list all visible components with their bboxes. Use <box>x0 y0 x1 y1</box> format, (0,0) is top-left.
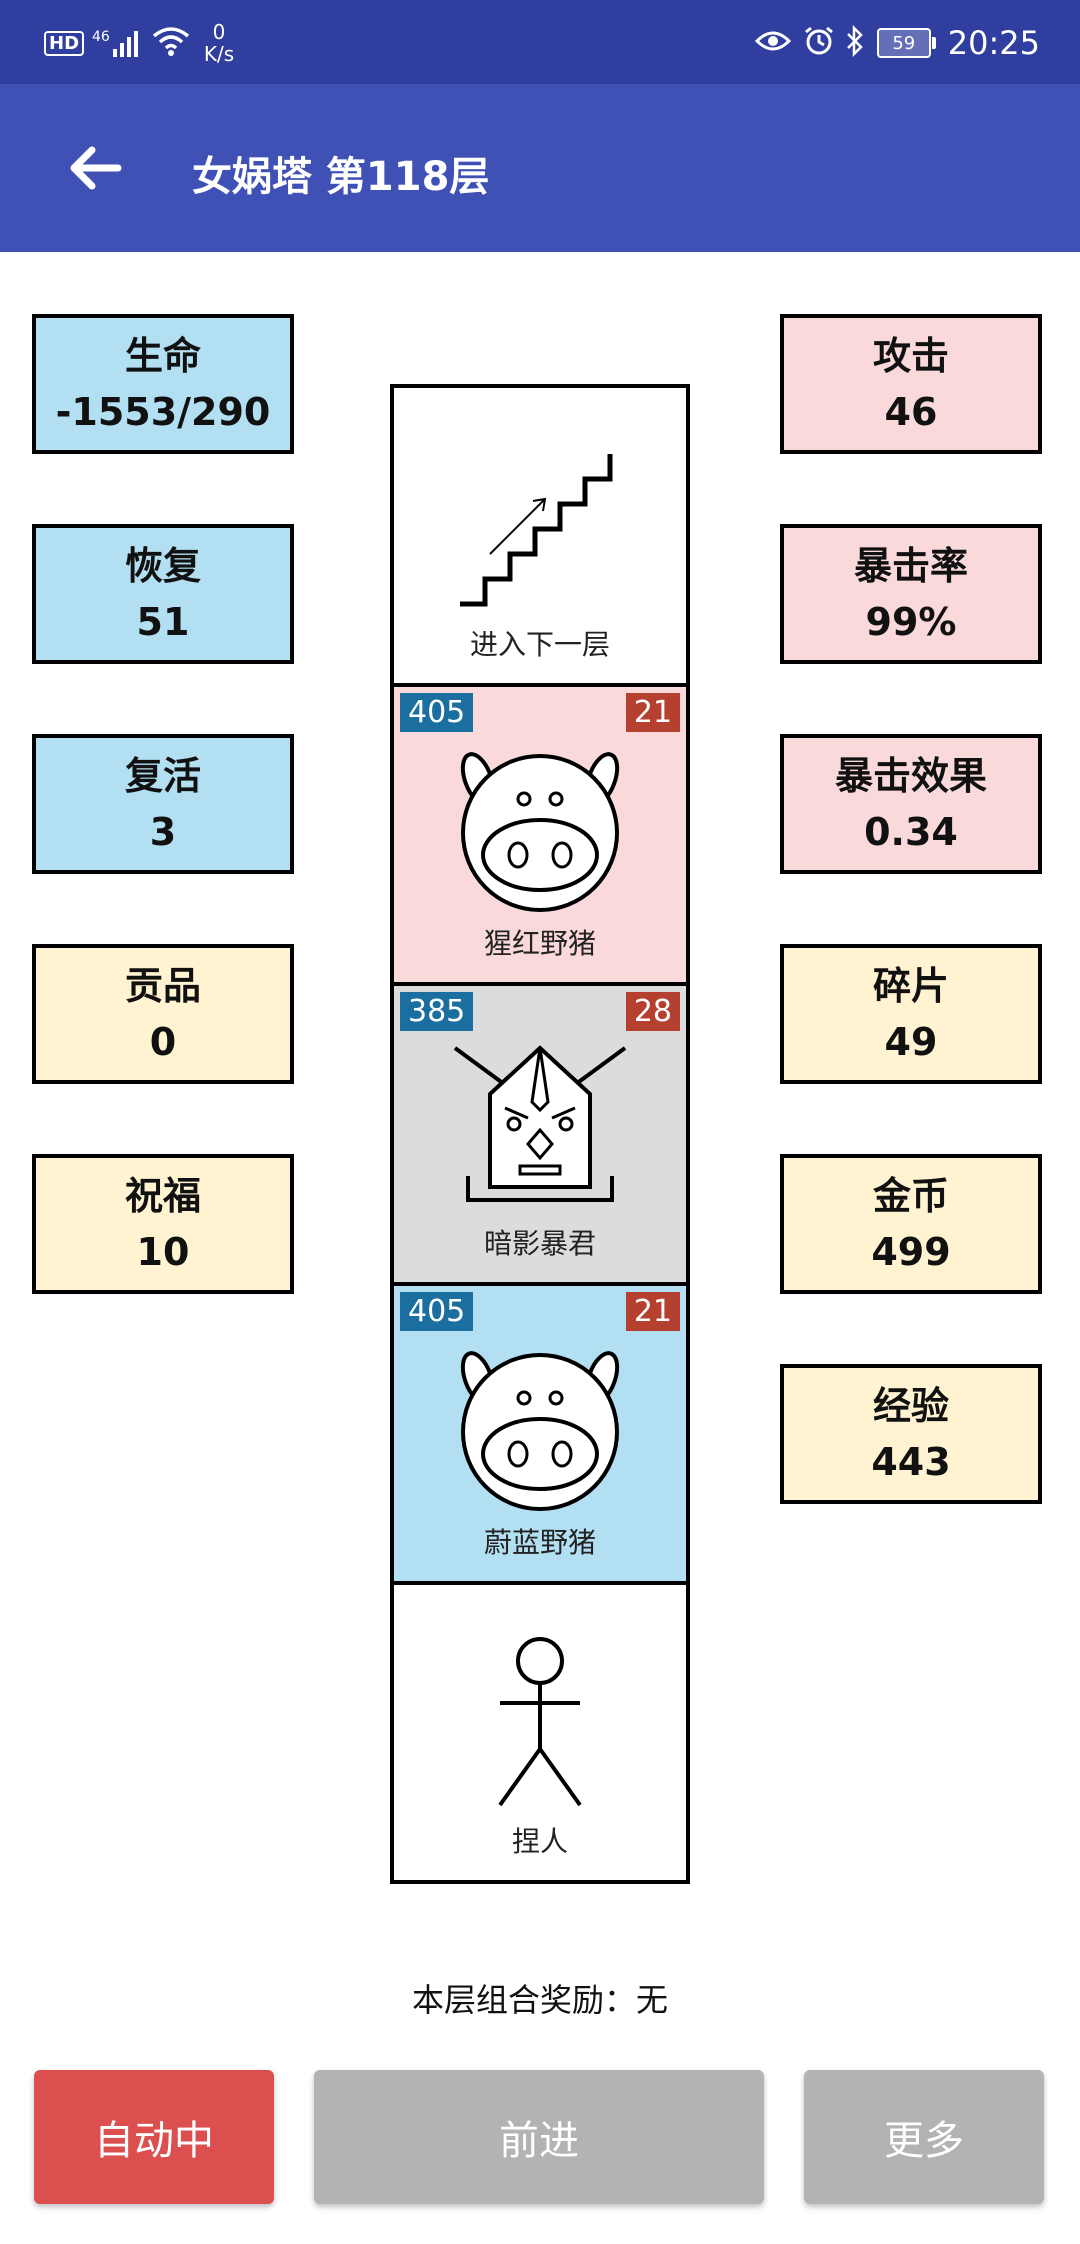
stat-crit-rate: 暴击率 99% <box>780 524 1042 664</box>
monster-name: 暗影暴君 <box>483 1226 596 1260</box>
battery-level: 59 <box>876 28 931 58</box>
stat-label: 恢复 <box>124 544 201 588</box>
stairs-label: 进入下一层 <box>469 628 610 662</box>
network-speed: 0 K/s <box>204 21 234 65</box>
tower-column: 进入下一层 405 21 猩红野猪 385 28 <box>390 384 690 1884</box>
clock: 20:25 <box>947 24 1040 62</box>
stat-label: 生命 <box>124 334 201 378</box>
tyrant-icon <box>453 1045 627 1203</box>
monster-cell-crimson-boar[interactable]: 405 21 猩红野猪 <box>394 687 686 987</box>
stat-gold: 金币 499 <box>780 1154 1042 1294</box>
stat-label: 贡品 <box>124 964 201 1008</box>
boar-icon <box>460 1350 620 1511</box>
stick-figure-icon <box>498 1636 582 1806</box>
wifi-icon <box>152 26 190 60</box>
back-arrow-icon <box>70 146 122 190</box>
auto-button[interactable]: 自动中 <box>34 2070 274 2204</box>
eye-icon <box>754 28 791 58</box>
stat-value: 49 <box>884 1020 938 1064</box>
hd-indicator: HD <box>44 30 85 56</box>
net-speed-unit: K/s <box>203 42 235 66</box>
stat-revive: 复活 3 <box>32 734 294 874</box>
more-button[interactable]: 更多 <box>804 2070 1044 2204</box>
monster-hp-badge: 385 <box>400 992 474 1032</box>
stat-label: 攻击 <box>872 334 949 378</box>
stat-label: 暴击率 <box>853 544 968 588</box>
stat-label: 经验 <box>872 1384 949 1428</box>
player-cell[interactable]: 捏人 <box>394 1584 686 1881</box>
stat-crit-effect: 暴击效果 0.34 <box>780 734 1042 874</box>
stat-value: 0.34 <box>864 810 958 854</box>
player-label: 捏人 <box>511 1825 568 1859</box>
network-type-label: 46 <box>92 29 110 45</box>
alarm-icon <box>803 25 835 61</box>
stat-value: 0 <box>149 1020 177 1064</box>
stat-label: 金币 <box>872 1174 949 1218</box>
stat-value: 499 <box>871 1230 951 1274</box>
stat-value: 51 <box>136 600 190 644</box>
stairs-icon <box>460 454 613 607</box>
net-speed-value: 0 <box>212 20 226 44</box>
bluetooth-icon <box>845 24 865 61</box>
forward-button[interactable]: 前进 <box>314 2070 764 2204</box>
stat-tribute: 贡品 0 <box>32 944 294 1084</box>
boar-icon <box>460 752 620 913</box>
stat-hp: 生命 -1553/290 <box>32 314 294 454</box>
stat-label: 碎片 <box>872 964 949 1008</box>
stat-regen: 恢复 51 <box>32 524 294 664</box>
stat-value: 99% <box>865 600 957 644</box>
monster-hp-badge: 405 <box>400 693 474 733</box>
app-bar: 女娲塔 第118层 <box>0 84 1080 252</box>
monster-hp-badge: 405 <box>400 1291 474 1331</box>
monster-attack-badge: 21 <box>625 1291 680 1331</box>
stairs-cell[interactable]: 进入下一层 <box>394 388 686 688</box>
stat-value: -1553/290 <box>55 390 271 434</box>
stat-value: 10 <box>136 1230 190 1274</box>
monster-cell-shadow-tyrant[interactable]: 385 28 暗影暴君 <box>394 986 686 1286</box>
stat-exp: 经验 443 <box>780 1364 1042 1504</box>
stat-blessing: 祝福 10 <box>32 1154 294 1294</box>
stat-value: 3 <box>149 810 177 854</box>
stat-shards: 碎片 49 <box>780 944 1042 1084</box>
stat-value: 443 <box>871 1440 951 1484</box>
monster-name: 猩红野猪 <box>483 927 596 961</box>
monster-attack-badge: 28 <box>625 992 680 1032</box>
page-title: 女娲塔 第118层 <box>192 154 490 200</box>
stat-attack: 攻击 46 <box>780 314 1042 454</box>
monster-cell-azure-boar[interactable]: 405 21 蔚蓝野猪 <box>394 1285 686 1585</box>
stat-label: 复活 <box>124 754 201 798</box>
stat-value: 46 <box>884 390 938 434</box>
status-bar: HD 46 0 K/s 59 20:25 <box>0 0 1080 84</box>
back-button[interactable] <box>56 130 132 206</box>
stat-label: 暴击效果 <box>834 754 987 798</box>
monster-attack-badge: 21 <box>625 693 680 733</box>
stat-label: 祝福 <box>124 1174 201 1218</box>
battery-icon: 59 <box>876 28 936 58</box>
combo-reward-text: 本层组合奖励：无 <box>411 1981 668 2019</box>
monster-name: 蔚蓝野猪 <box>483 1525 596 1559</box>
signal-icon: 46 <box>92 29 142 57</box>
